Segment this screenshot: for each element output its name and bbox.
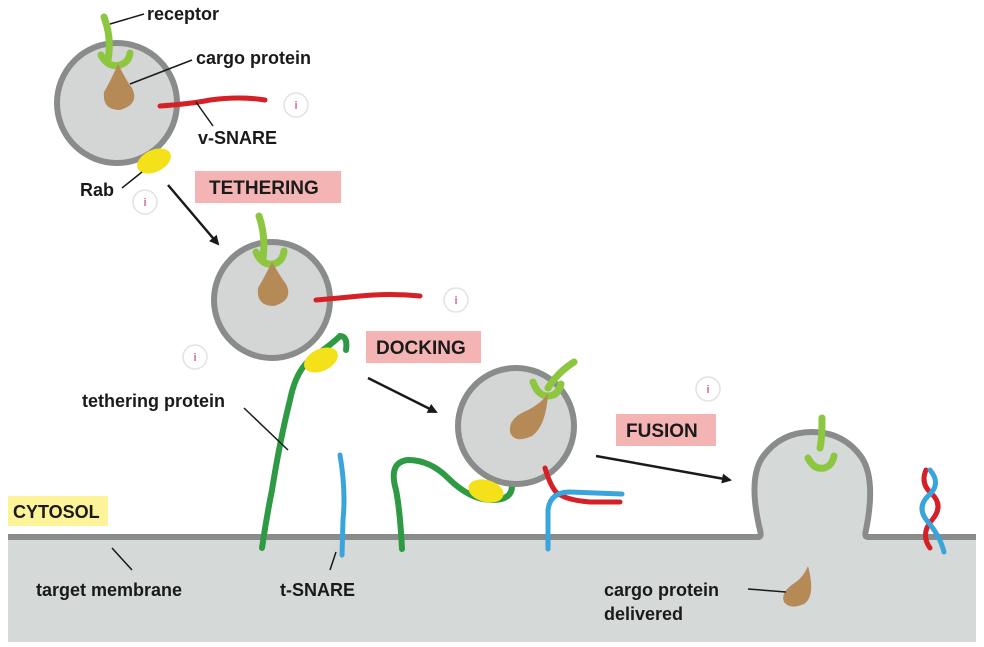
info-icon-v-snare[interactable]: i bbox=[283, 92, 309, 118]
docking-stage-label: DOCKING bbox=[376, 338, 466, 359]
stage-docking: DOCKING bbox=[366, 331, 481, 363]
target-membrane-line bbox=[8, 429, 976, 540]
info-icon-fusion[interactable]: i bbox=[695, 376, 721, 402]
receptor-3 bbox=[529, 358, 578, 400]
svg-text:i: i bbox=[193, 351, 196, 364]
cargo-protein-1 bbox=[103, 64, 135, 110]
fused-vesicle bbox=[783, 414, 838, 607]
v-snare-1 bbox=[157, 95, 268, 109]
rab-1 bbox=[137, 148, 171, 174]
t-snare-1 bbox=[337, 452, 347, 558]
stage-fusion: FUSION bbox=[616, 414, 716, 446]
svg-text:i: i bbox=[143, 196, 146, 209]
v-snare-label: v-SNARE bbox=[198, 128, 277, 148]
fusion-stage-label: FUSION bbox=[626, 421, 698, 442]
rab-3 bbox=[468, 479, 504, 503]
arrow-tethering bbox=[167, 184, 220, 246]
arrow-fusion bbox=[595, 454, 732, 484]
cargo-delivered-label-line2: delivered bbox=[604, 604, 683, 624]
cargo-delivered-label-line1: cargo protein bbox=[604, 580, 719, 600]
cytosol-badge: CYTOSOL bbox=[8, 496, 108, 526]
tethering-stage-label: TETHERING bbox=[209, 178, 319, 199]
target-membrane-label: target membrane bbox=[36, 580, 182, 600]
t-snare-label: t-SNARE bbox=[280, 580, 355, 600]
cytosol-label: CYTOSOL bbox=[13, 502, 100, 522]
svg-text:i: i bbox=[294, 99, 297, 112]
receptor-4 bbox=[804, 414, 838, 472]
cargo-protein-2 bbox=[257, 262, 289, 306]
leader-lines bbox=[109, 13, 787, 593]
vesicle-3 bbox=[390, 358, 625, 552]
tethering-protein-1 bbox=[259, 332, 350, 551]
cargo-protein-label: cargo protein bbox=[196, 48, 311, 68]
snare-complex bbox=[919, 467, 947, 555]
vesicle-2 bbox=[211, 212, 423, 551]
t-snare-2 bbox=[545, 489, 625, 552]
svg-text:i: i bbox=[706, 383, 709, 396]
svg-text:i: i bbox=[454, 294, 457, 307]
info-icon-rab[interactable]: i bbox=[132, 189, 158, 215]
tethering-protein-label: tethering protein bbox=[82, 391, 225, 411]
rab-2 bbox=[304, 347, 338, 373]
receptor-label: receptor bbox=[147, 4, 219, 24]
stage-tethering: TETHERING bbox=[195, 171, 341, 203]
cargo-protein-3 bbox=[509, 394, 548, 440]
vesicle-1 bbox=[54, 13, 268, 174]
v-snare-3 bbox=[542, 465, 623, 505]
v-snare-2 bbox=[313, 292, 423, 303]
receptor-1 bbox=[97, 13, 134, 69]
cargo-protein-delivered bbox=[783, 566, 812, 607]
arrow-docking bbox=[367, 376, 438, 414]
rab-label: Rab bbox=[80, 180, 114, 200]
info-icon-v-snare-2[interactable]: i bbox=[443, 287, 469, 313]
info-icon-tethering-protein[interactable]: i bbox=[182, 344, 208, 370]
receptor-2 bbox=[252, 212, 288, 268]
